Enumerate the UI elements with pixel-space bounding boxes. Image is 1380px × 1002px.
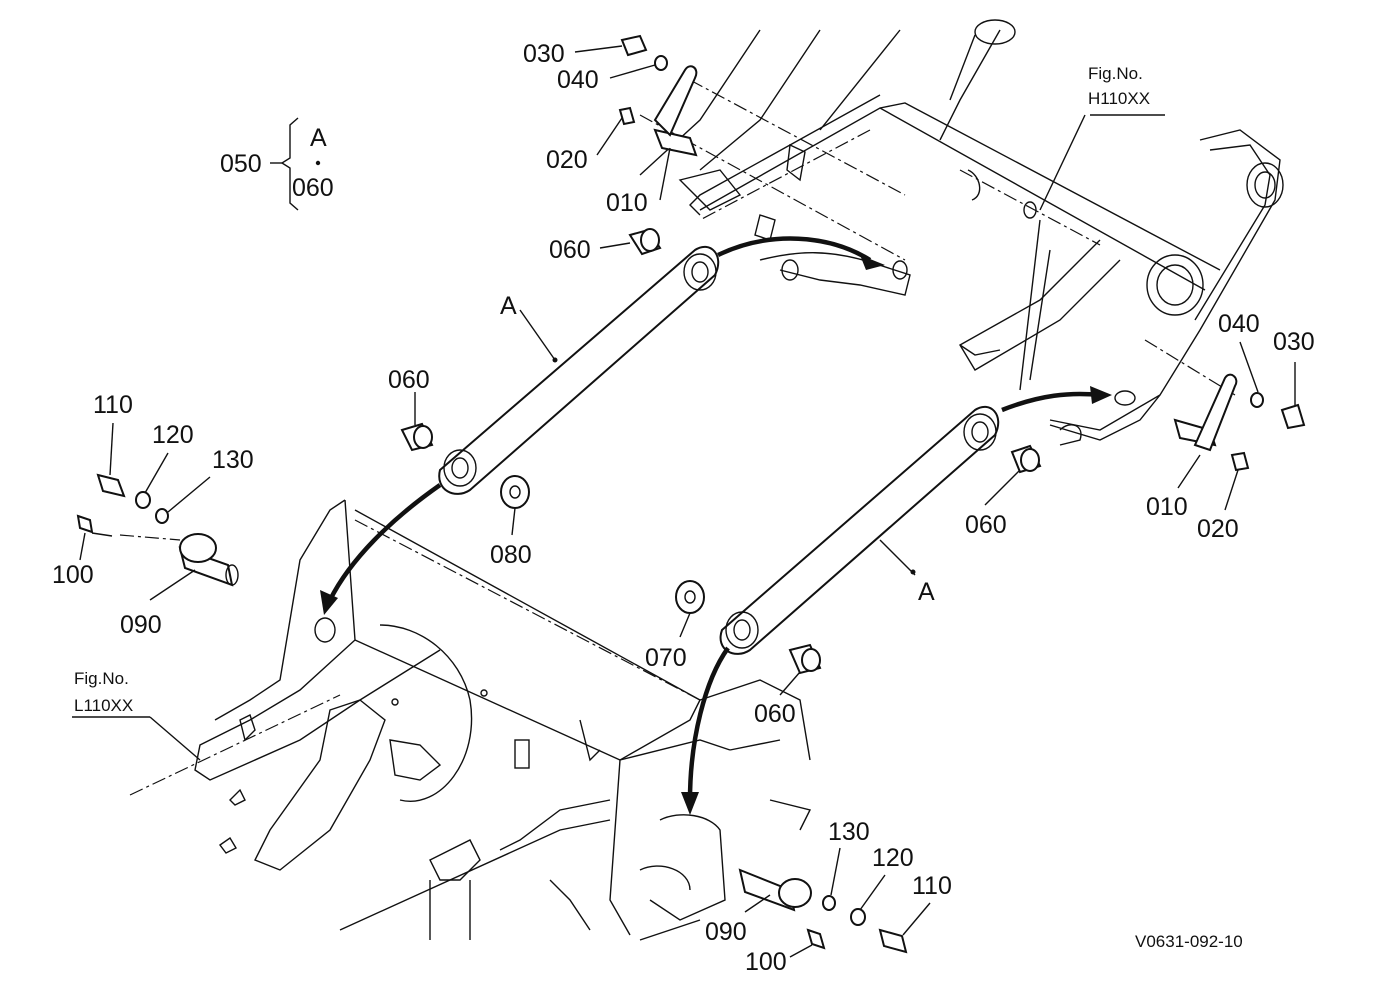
callout-090: 090 (705, 918, 747, 946)
lift-arm-lower (719, 405, 1000, 655)
callout-100: 100 (52, 561, 94, 589)
callout-030: 030 (523, 40, 565, 68)
assembly-bracket (270, 117, 321, 211)
bracket-letter: A (310, 124, 327, 152)
callout-010: 010 (1146, 493, 1188, 521)
callout-020: 020 (546, 146, 588, 174)
callout-030: 030 (1273, 328, 1315, 356)
drawing-code: V0631-092-10 (1135, 932, 1243, 951)
upper-boom-frame (639, 19, 1284, 446)
callout-a: A (500, 292, 517, 320)
callout-080: 080 (490, 541, 532, 569)
callout-100: 100 (745, 948, 787, 976)
thrust-washers (500, 475, 705, 614)
callout-110: 110 (93, 391, 133, 419)
leader-lines (72, 45, 1296, 958)
callout-020: 020 (1197, 515, 1239, 543)
callout-130: 130 (828, 818, 870, 846)
fig-ref-code: H110XX (1088, 89, 1150, 108)
callout-090: 090 (120, 611, 162, 639)
callout-010: 010 (606, 189, 648, 217)
callout-labels: 030 040 020 010 060 A 060 080 110 120 13… (52, 40, 1315, 976)
callout-130: 130 (212, 446, 254, 474)
callout-a: A (918, 578, 935, 606)
fig-ref-code: L110XX (74, 696, 133, 715)
fig-ref-prefix: Fig.No. (1088, 64, 1143, 83)
callout-110: 110 (912, 872, 952, 900)
callout-060: 060 (549, 236, 591, 264)
bushings (400, 228, 1042, 675)
assembly-arrows (320, 236, 1112, 815)
callout-120: 120 (152, 421, 194, 449)
bolts-and-washers (76, 34, 1306, 954)
pin-stopper-plates (653, 65, 1238, 452)
callout-120: 120 (872, 844, 914, 872)
bracket-sub-part: 060 (292, 174, 334, 202)
callout-070: 070 (645, 644, 687, 672)
arm-marker-dot (910, 569, 916, 575)
callout-060: 060 (754, 700, 796, 728)
callout-050: 050 (220, 150, 262, 178)
lift-arm-upper (438, 245, 720, 495)
lower-loader-frame (194, 499, 812, 941)
callout-060: 060 (388, 366, 430, 394)
callout-040: 040 (557, 66, 599, 94)
fig-ref-prefix: Fig.No. (74, 669, 129, 688)
callout-060: 060 (965, 511, 1007, 539)
arm-marker-dot (552, 357, 558, 363)
callout-040: 040 (1218, 310, 1260, 338)
